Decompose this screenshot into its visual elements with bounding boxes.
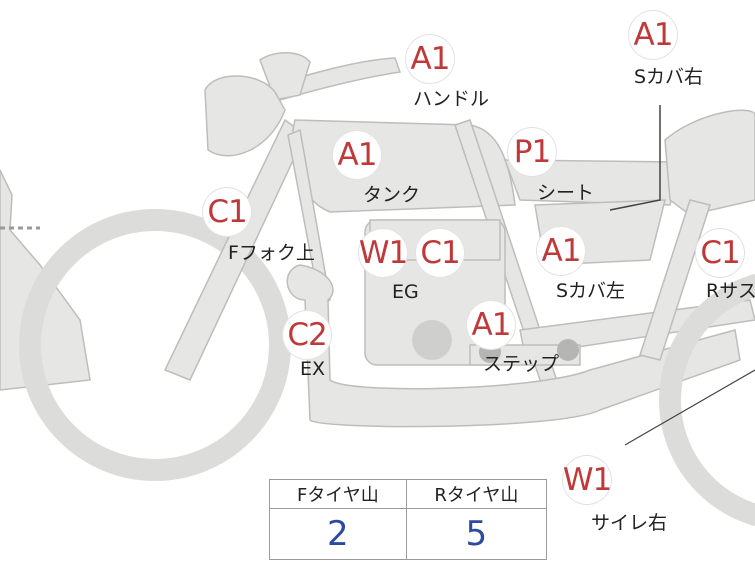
marker-footrest-code: A1 xyxy=(467,301,515,349)
seat xyxy=(503,159,681,206)
marker-side-cover-left-label: Sカバ左 xyxy=(556,280,626,302)
marker-footrest-label: ステップ xyxy=(483,353,560,375)
marker-side-cover-right-code: A1 xyxy=(629,11,677,59)
marker-engine-code: C1 xyxy=(416,229,464,277)
marker-silencer-right-label: サイレ右 xyxy=(591,512,668,534)
marker-w1-engine-code: W1 xyxy=(359,229,408,277)
rear-tire xyxy=(659,273,755,527)
marker-tank-label: タンク xyxy=(363,184,421,206)
rear-tire-tread-header: Rタイヤ山 xyxy=(405,479,548,509)
rear-tire-tread-value: 5 xyxy=(405,508,548,560)
marker-engine-label: EG xyxy=(392,281,419,303)
marker-exhaust-code: C2 xyxy=(283,311,331,359)
marker-front-fork-label: Fフォク上 xyxy=(228,242,315,264)
marker-rear-suspension-label: Rサス xyxy=(706,280,755,302)
marker-exhaust-label: EX xyxy=(300,358,326,380)
tire-tread-table: Fタイヤ山 Rタイヤ山 2 5 xyxy=(269,479,548,560)
exhaust-pipe xyxy=(286,264,741,428)
marker-side-cover-right-label: Sカバ右 xyxy=(634,66,704,88)
marker-rear-suspension-code: C1 xyxy=(696,229,744,277)
marker-side-cover-left-code: A1 xyxy=(537,227,585,275)
front-tire-tread-header: Fタイヤ山 xyxy=(269,479,407,509)
marker-tank-code: A1 xyxy=(333,131,381,179)
marker-seat-label: シート xyxy=(537,182,595,204)
rear-fender xyxy=(664,109,755,216)
rear-suspension xyxy=(639,199,711,361)
marker-silencer-right-code: W1 xyxy=(563,456,612,504)
front-tire-tread-value: 2 xyxy=(269,508,407,560)
front-tire xyxy=(19,209,291,481)
marker-handlebar-label: ハンドル xyxy=(413,88,490,110)
marker-front-fork-code: C1 xyxy=(203,188,251,236)
headlight xyxy=(204,75,286,157)
marker-seat-code: P1 xyxy=(508,128,556,176)
marker-handlebar-code: A1 xyxy=(406,35,454,83)
